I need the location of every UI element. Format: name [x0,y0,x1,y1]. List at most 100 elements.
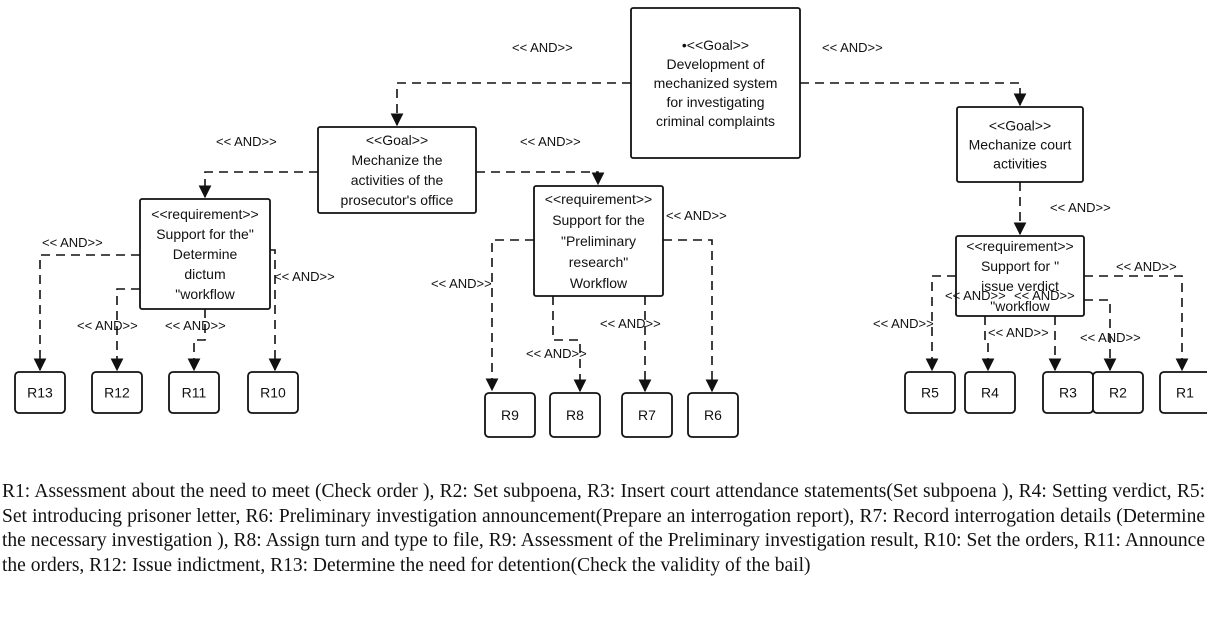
and-edge-2 [800,82,1027,107]
and-edge-8 [187,309,206,372]
goal-text-line: Mechanize court [969,137,1072,153]
requirement-q-prelim: <<requirement>>Support for the"Prelimina… [533,185,664,297]
requirement-text-line: "Preliminary [561,233,636,249]
leaf-label: R13 [27,385,53,401]
leaf-r3: R3 [1042,371,1094,414]
goal-text-line: <<Goal>> [366,132,428,148]
leaf-label: R3 [1059,385,1077,401]
leaf-r13: R13 [14,371,66,414]
goal-text-line: activities [993,156,1047,172]
leaf-label: R9 [501,407,519,423]
leaf-r12: R12 [91,371,143,414]
goal-text-line: criminal complaints [656,113,775,129]
goal-model-diagram: •<<Goal>> Development of mechanized system… [14,7,1207,438]
goal-g-main: •<<Goal>> Development of mechanized system… [630,7,801,159]
and-edge-1 [390,82,631,127]
and-edge-4 [476,171,605,186]
and-edge-13 [663,239,719,393]
goal-box [630,7,801,159]
leaf-box [168,371,220,414]
and-label: << AND>> [1014,288,1075,303]
and-label: << AND>> [512,40,573,55]
leaf-r8: R8 [549,392,601,438]
leaf-r6: R6 [687,392,739,438]
leaf-r11: R11 [168,371,220,414]
and-edge-6 [33,254,140,372]
requirement-q-verdict: <<requirement>> Support for " issue verdic… [955,235,1085,317]
leaf-box [1159,371,1207,414]
leaf-r2: R2 [1092,371,1144,414]
and-label: << AND>> [1116,259,1177,274]
leaf-box [621,392,673,438]
edges [33,82,1189,393]
leaf-box [14,371,66,414]
and-label: << AND>> [945,288,1006,303]
requirement-text-line: dictum [184,266,225,282]
leaf-box [247,371,299,414]
leaf-label: R11 [182,385,207,401]
and-label: << AND>> [873,316,934,331]
goal-g-court: <<Goal>> Mechanize court activities [956,106,1084,183]
and-label: << AND>> [1080,330,1141,345]
leaf-label: R2 [1109,385,1127,401]
requirement-text-line: <<requirement>> [545,191,652,207]
and-edge-18 [1084,275,1189,372]
and-edge-10 [485,239,534,392]
goal-box [956,106,1084,183]
and-edge-11 [552,296,587,393]
goal-box [317,126,477,214]
leaf-label: R7 [638,407,656,423]
requirement-text-line: Support for " [981,258,1059,274]
and-label: << AND>> [216,134,277,149]
requirement-box [533,185,664,297]
leaf-label: R6 [704,407,722,423]
leaf-r7: R7 [621,392,673,438]
and-label: << AND>> [988,325,1049,340]
leaf-box [1092,371,1144,414]
requirement-q-dictum: <<requirement>> Support for the" Determine… [139,198,271,310]
and-label: << AND>> [822,40,883,55]
and-labels: << AND>> << AND>> << AND>> << AND>> << AND>>… [42,40,1177,361]
leaf-box [91,371,143,414]
requirement-text-line: <<requirement>> [151,206,258,222]
and-label: << AND>> [1050,200,1111,215]
requirement-text-line: Support for the" [156,226,254,242]
requirement-text-line: Determine [173,246,238,262]
and-label: << AND>> [600,316,661,331]
nodes: •<<Goal>> Development of mechanized system… [14,7,1207,438]
requirement-text-line: <<requirement>> [966,238,1073,254]
leaf-r10: R10 [247,371,299,414]
leaf-r1: R1 [1159,371,1207,414]
requirement-text-line: issue verdict [981,278,1059,294]
requirement-text-line: "workflow [990,298,1050,314]
goal-text-line: Development of [666,56,764,72]
and-label: << AND>> [520,134,581,149]
leaf-box [549,392,601,438]
goal-text-line: mechanized system [654,75,778,91]
leaf-box [964,371,1016,414]
leaf-box [484,392,536,438]
leaf-label: R10 [260,385,286,401]
and-edge-7 [110,288,140,372]
and-label: << AND>> [526,346,587,361]
goal-text-line: <<Goal>> [989,118,1051,134]
requirement-text-line: "workflow [175,286,235,302]
requirement-box [139,198,271,310]
leaf-r5: R5 [904,371,956,414]
and-label: << AND>> [274,269,335,284]
and-label: << AND>> [431,276,492,291]
requirement-text-line: research" [569,254,628,270]
goal-text-line: Mechanize the [351,152,442,168]
leaf-r4: R4 [964,371,1016,414]
requirement-text-line: Workflow [570,275,628,291]
leaf-box [904,371,956,414]
leaf-label: R12 [104,385,130,401]
goal-text-line: prosecutor's office [341,192,454,208]
and-label: << AND>> [666,208,727,223]
goal-text-line: •<<Goal>> [682,37,749,53]
and-edge-9 [268,249,282,372]
leaf-box [687,392,739,438]
leaf-label: R8 [566,407,584,423]
leaf-label: R1 [1176,385,1194,401]
